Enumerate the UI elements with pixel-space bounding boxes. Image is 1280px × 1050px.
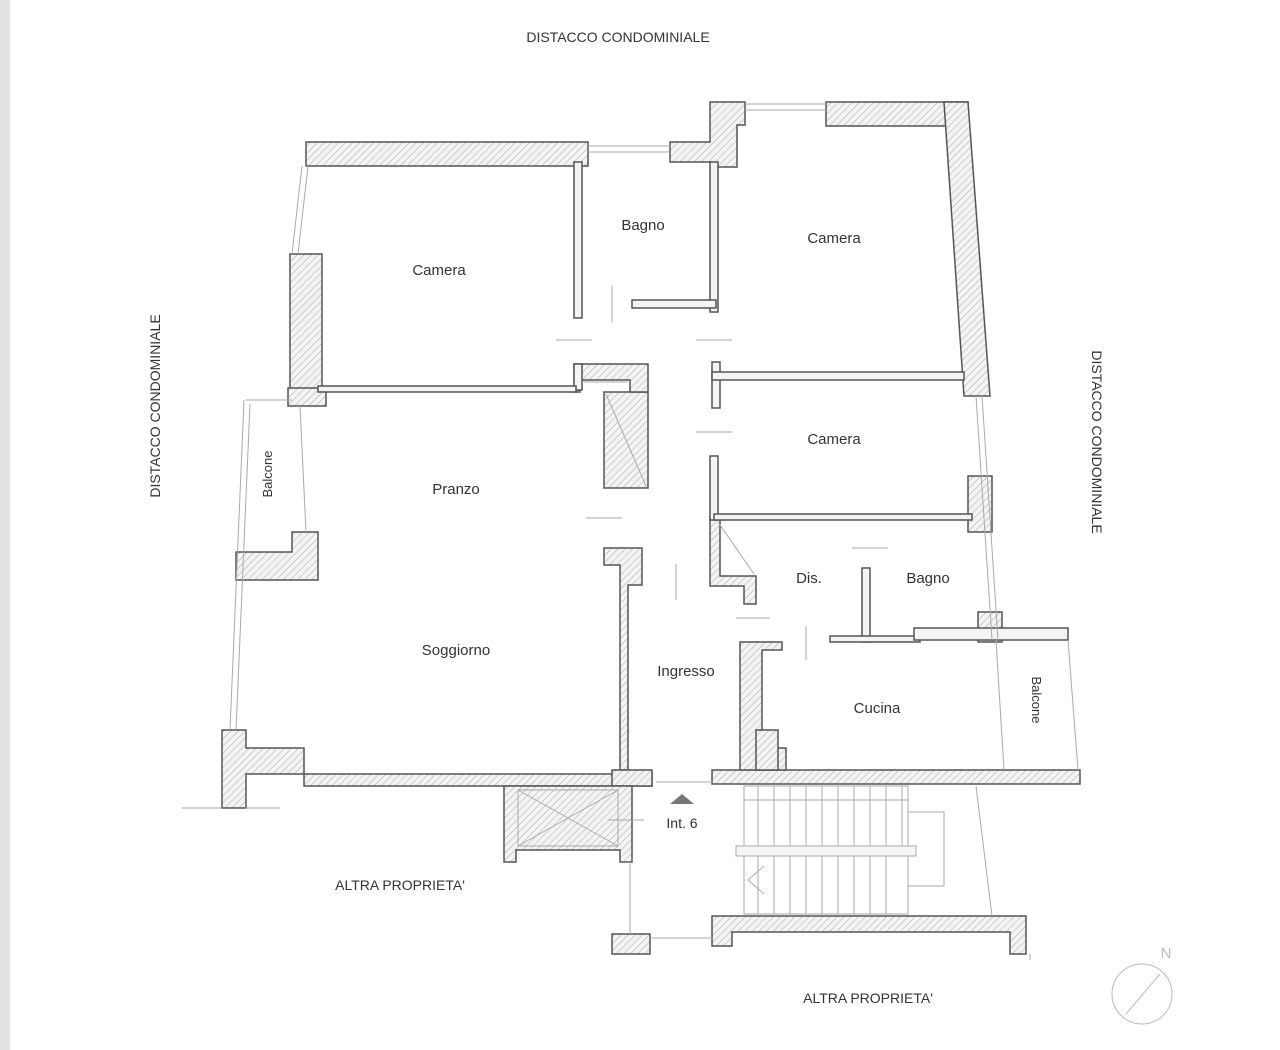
label-right-surrounding: DISTACCO CONDOMINIALE [1089, 350, 1105, 533]
room-label-cucina: Cucina [854, 700, 901, 717]
compass-icon [1111, 963, 1173, 1025]
room-label-balcone-w: Balcone [260, 451, 275, 498]
labels: DISTACCO CONDOMINIALE DISTACCO CONDOMINI… [147, 29, 1171, 1006]
room-label-dis: Dis. [796, 570, 822, 587]
walls [221, 101, 1081, 955]
page-edge-strip [0, 0, 10, 1050]
room-label-camera-nw: Camera [412, 262, 466, 279]
label-bottom-left-surrounding: ALTRA PROPRIETA' [335, 877, 465, 893]
entrance-unit-label: Int. 6 [666, 815, 697, 831]
room-label-camera-ne: Camera [807, 230, 861, 247]
room-label-balcone-e: Balcone [1029, 677, 1044, 724]
room-label-ingresso: Ingresso [657, 663, 715, 680]
label-bottom-right-surrounding: ALTRA PROPRIETA' [803, 990, 933, 1006]
thin-lines [182, 103, 1079, 960]
room-label-bagno-n: Bagno [621, 217, 664, 234]
compass-north-label: N [1161, 945, 1172, 962]
entrance-arrow-icon [670, 794, 694, 804]
room-label-camera-e: Camera [807, 431, 861, 448]
label-top-surrounding: DISTACCO CONDOMINIALE [526, 29, 709, 45]
room-label-soggiorno: Soggiorno [422, 642, 490, 659]
room-label-bagno-e: Bagno [906, 570, 949, 587]
staircase [735, 785, 945, 915]
room-label-pranzo: Pranzo [432, 481, 480, 498]
label-left-surrounding: DISTACCO CONDOMINIALE [147, 314, 163, 497]
partitions [317, 161, 1069, 643]
